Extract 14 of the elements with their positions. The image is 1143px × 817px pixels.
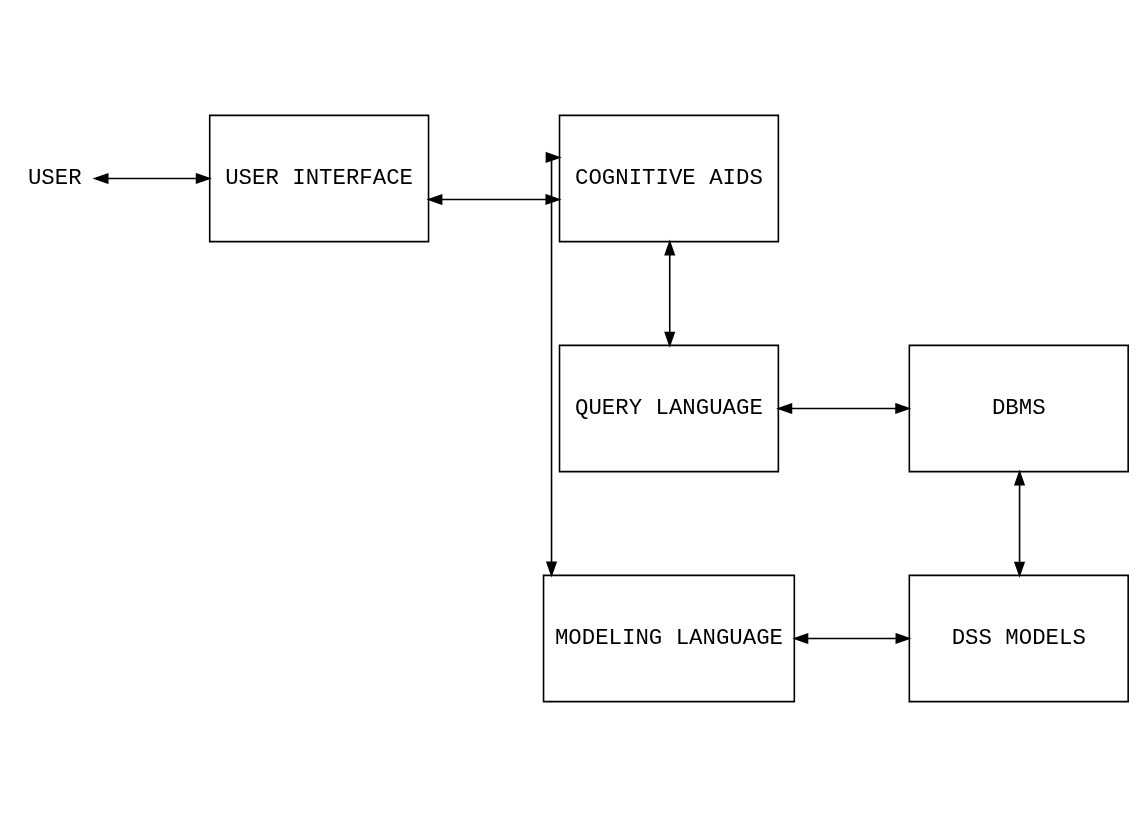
node-text: USER	[27, 165, 82, 192]
node-box: QUERY LANGUAGE	[558, 344, 780, 473]
arrow	[664, 239, 676, 348]
arrow	[92, 172, 212, 185]
node-box: DBMS	[908, 344, 1129, 473]
arrow	[776, 402, 912, 415]
arrow	[545, 151, 562, 578]
arrow	[1013, 469, 1026, 578]
arrow	[426, 193, 562, 206]
node-box: DSS MODELS	[908, 574, 1129, 703]
node-box: USER INTERFACE	[208, 114, 430, 243]
node-box: COGNITIVE AIDS	[558, 114, 780, 243]
node-box: MODELING LANGUAGE	[542, 574, 796, 703]
arrow	[792, 632, 912, 645]
